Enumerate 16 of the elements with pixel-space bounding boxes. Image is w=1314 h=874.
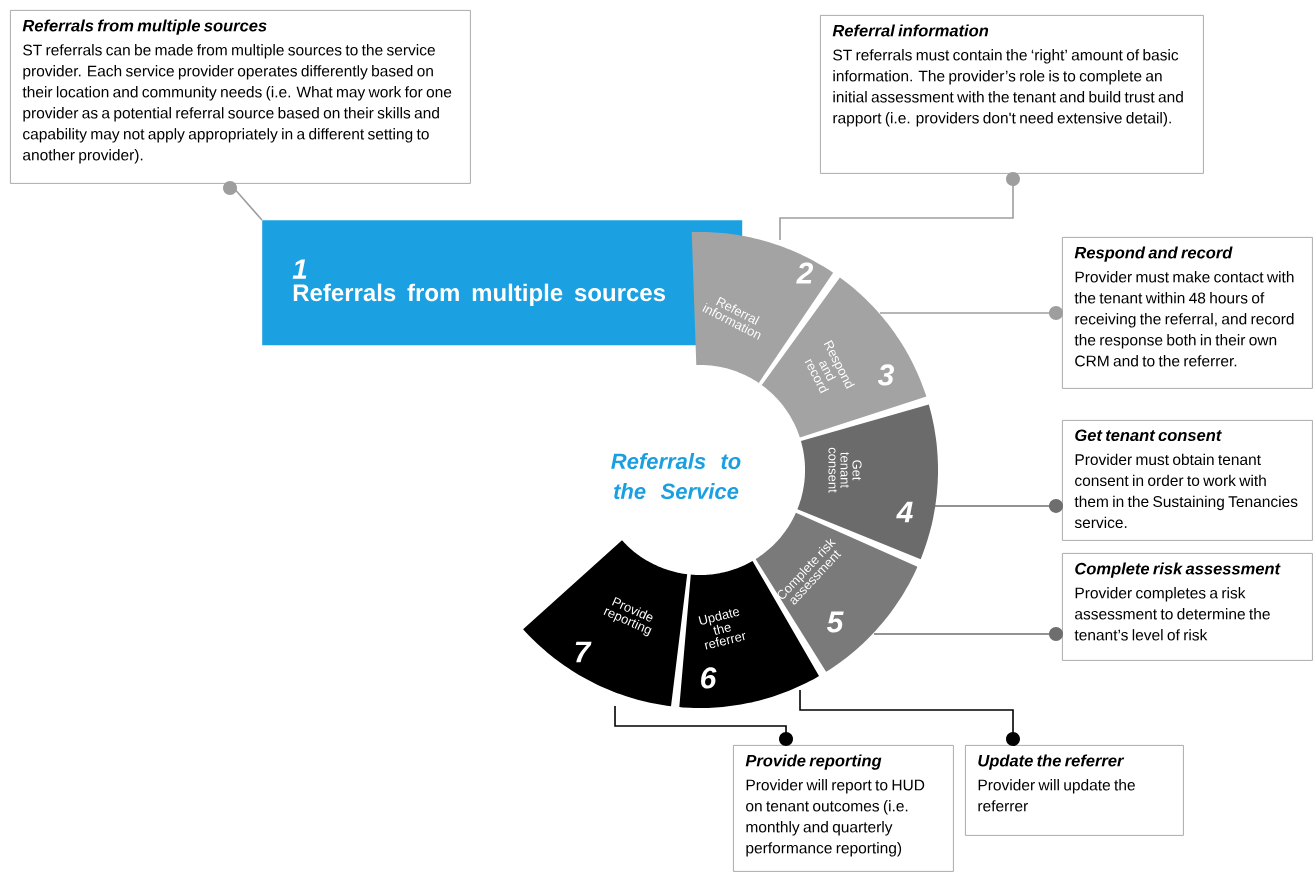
callout-box: Respond and record Provider must make contact with the tenant within 48 hours of receiving the referral, and record the response both in their own CRM and to the referrer.	[1062, 237, 1313, 389]
callout-box: Referral information ST referrals must contain the ‘right’ amount of basic information. The provider’s role is to complete an initial assessment with the tenant and build trust and rapport (i.e. providers don't need extensive detail).	[820, 15, 1204, 174]
callout-box: Referrals from multiple sources ST referrals can be made from multiple sources to the service provider. Each service provider operates differently based on their location and community needs (i.e. What may work for one provider as a potential referral source based on their skills and capability may not apply appropriately in a different setting to another provider).	[10, 10, 471, 184]
leader-line	[223, 181, 263, 221]
leader-line	[879, 306, 1063, 320]
node-label: 3	[877, 364, 895, 386]
leader-line	[779, 172, 1020, 241]
callout-box: Get tenant consent Provider must obtain tenant consent in order to work with them in the Sustaining Tenancies service.	[1062, 420, 1313, 541]
callout-box: Provide reporting Provider will report to HUD on tenant outcomes (i.e. monthly and quarterly performance reporting)	[733, 745, 954, 872]
leader-line	[932, 499, 1063, 513]
leader-line	[873, 627, 1063, 641]
leader-line	[614, 705, 793, 746]
callout-box: Complete risk assessment Provider completes a risk assessment to determine the tenant’s level of risk	[1062, 553, 1313, 661]
leader-line	[799, 689, 1020, 746]
callout-box: Update the referrer Provider will update the referrer	[965, 745, 1184, 836]
center-title: Referrals to the Service	[611, 452, 741, 500]
